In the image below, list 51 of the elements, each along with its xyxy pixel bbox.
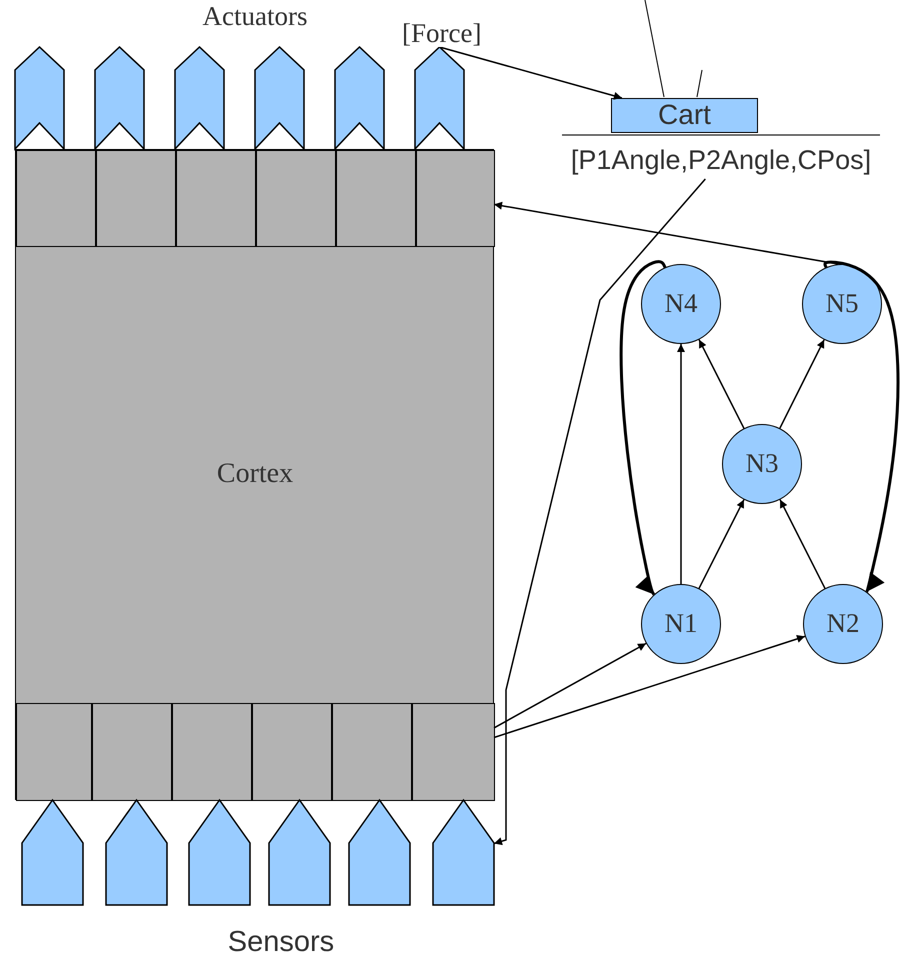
arrow	[620, 260, 666, 596]
neuron-label: N2	[826, 610, 860, 637]
cortex-cell	[412, 703, 495, 801]
cortex-cell	[252, 703, 332, 801]
neuron-label: N5	[824, 290, 860, 317]
cortex-cell	[16, 150, 96, 247]
cortex-cell	[92, 703, 172, 801]
cortex-cell	[256, 150, 336, 247]
sensor-shape	[22, 800, 83, 905]
arrow	[494, 202, 838, 265]
edge-label: [Force]	[402, 20, 482, 47]
cart-label: Cart	[657, 101, 712, 129]
sensors-label: Sensors	[226, 928, 336, 957]
cortex-cell	[416, 150, 495, 247]
sensor-shape	[106, 800, 167, 905]
arrow	[779, 339, 825, 429]
cortex-cell	[176, 150, 256, 247]
actuator-shape	[415, 47, 464, 149]
arrow	[698, 499, 745, 589]
cortex-cell	[332, 703, 412, 801]
arrow	[698, 339, 745, 429]
arrow	[779, 499, 826, 589]
actuators-label: Actuators	[202, 3, 308, 30]
arrow	[494, 178, 706, 846]
cortex-cell	[16, 703, 92, 801]
cortex-cell	[172, 703, 252, 801]
arrow	[494, 642, 646, 729]
sensor-shape	[433, 800, 494, 905]
arrow	[439, 46, 622, 100]
cart-box	[611, 98, 758, 133]
cortex-label: Cortex	[216, 460, 294, 488]
cortex-cell	[96, 150, 176, 247]
arrow	[677, 344, 685, 584]
sensor-shape	[349, 800, 410, 905]
arrow	[494, 635, 806, 738]
state-label: [P1Angle,P2Angle,CPos]	[570, 147, 872, 174]
actuator-shape	[95, 47, 144, 149]
actuator-shape	[335, 47, 384, 149]
actuator-shape	[255, 47, 304, 149]
sensor-shape	[189, 800, 250, 905]
actuator-shape	[15, 47, 64, 149]
neuron-circle	[641, 264, 721, 344]
cortex-block	[15, 149, 494, 800]
sensor-shape	[269, 800, 330, 905]
actuator-shape	[175, 47, 224, 149]
arrow	[824, 260, 900, 593]
neuron-label: N4	[664, 290, 698, 317]
neuron-circle	[641, 584, 721, 664]
neuron-label: N1	[664, 610, 698, 637]
cortex-cell	[336, 150, 416, 247]
neuron-label: N3	[744, 450, 780, 477]
